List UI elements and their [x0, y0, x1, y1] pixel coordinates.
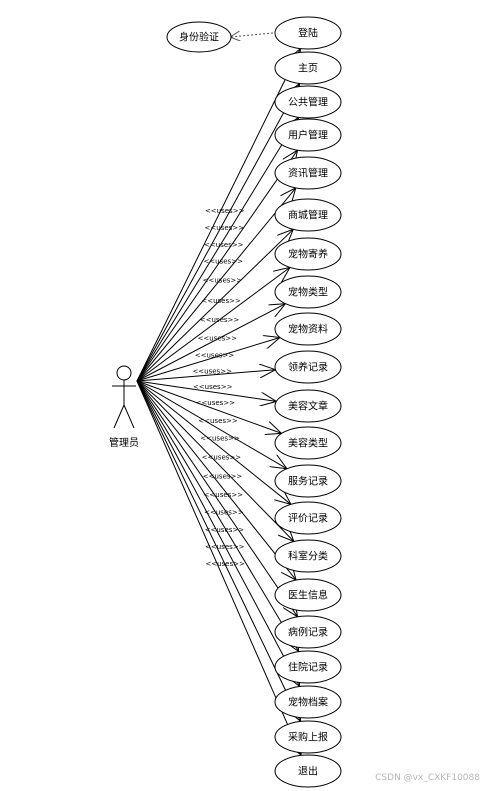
- association-line: [136, 370, 276, 382]
- use-case-label: 宠物寄养: [288, 248, 328, 261]
- uses-label: <<uses>>: [195, 351, 235, 359]
- use-case-identity-verification-label: 身份验证: [179, 31, 219, 44]
- use-case-ellipse[interactable]: [274, 685, 342, 719]
- use-case-ellipse[interactable]: [274, 615, 342, 649]
- use-case-label: 宠物档案: [288, 696, 328, 709]
- uses-label: <<uses>>: [205, 224, 245, 232]
- association-line: [136, 380, 291, 504]
- use-case-ellipse[interactable]: [274, 501, 342, 535]
- use-case-ellipse[interactable]: [274, 578, 342, 612]
- uses-label: <<uses>>: [201, 297, 241, 305]
- use-case-ellipse[interactable]: [274, 118, 342, 152]
- use-case-ellipse[interactable]: [274, 464, 342, 498]
- use-case-label: 住院记录: [288, 661, 328, 674]
- use-case-label: 美容类型: [288, 437, 328, 450]
- association-line: [136, 117, 299, 382]
- use-case-ellipse[interactable]: [274, 51, 342, 85]
- uses-label: <<uses>>: [202, 453, 242, 461]
- use-case-label: 领养记录: [288, 361, 328, 374]
- use-case-label: 资讯管理: [288, 167, 328, 180]
- association-line: [136, 380, 299, 652]
- use-case-ellipse[interactable]: [274, 85, 342, 119]
- include-relation: 身份验证: [166, 21, 274, 53]
- uses-label: <<uses>>: [200, 435, 240, 443]
- association-line: [136, 150, 298, 382]
- association-line: [136, 229, 293, 382]
- use-case-ellipse[interactable]: [274, 650, 342, 684]
- use-case-label: 美容文章: [288, 400, 328, 413]
- use-case-ellipse[interactable]: [274, 754, 342, 788]
- use-case-label: 医生信息: [288, 589, 328, 602]
- association-line: [136, 380, 282, 433]
- use-case-ellipse[interactable]: [274, 350, 342, 384]
- actor-left-leg: [113, 404, 125, 429]
- use-case-label: 评价记录: [288, 513, 328, 525]
- uses-label: <<uses>>: [205, 207, 245, 215]
- uses-label: <<uses>>: [204, 241, 244, 249]
- association-line: [136, 380, 300, 687]
- use-case-ellipse[interactable]: [274, 198, 342, 232]
- association-line: [136, 380, 276, 401]
- use-case-label: 公共管理: [288, 96, 328, 109]
- actor-name: 管理员: [109, 436, 139, 449]
- include-dashed-line: [230, 33, 274, 37]
- use-case-ellipse[interactable]: [274, 539, 342, 573]
- association-line: [136, 49, 300, 382]
- use-case-ellipse[interactable]: [274, 720, 342, 754]
- association-line: [136, 380, 301, 721]
- uses-label: <<uses>>: [198, 417, 238, 425]
- association-line: [136, 304, 286, 382]
- use-case-label: 宠物类型: [288, 286, 328, 299]
- uses-label: <<uses>>: [192, 367, 232, 375]
- use-case-ellipse[interactable]: [274, 275, 342, 309]
- use-case-ellipse[interactable]: [274, 389, 342, 423]
- association-lines: [136, 49, 301, 756]
- use-case-label: 登陆: [298, 27, 318, 40]
- use-case-label: 病例记录: [288, 626, 328, 639]
- use-case-ellipse[interactable]: [274, 426, 342, 460]
- association-line: [136, 338, 280, 382]
- use-case-ellipse[interactable]: [274, 16, 342, 50]
- actor-right-leg: [123, 404, 135, 429]
- use-case-label: 退出: [298, 765, 318, 778]
- use-case-identity-verification[interactable]: [166, 21, 232, 53]
- use-case-ellipse[interactable]: [274, 156, 342, 190]
- association-line: [136, 380, 301, 755]
- use-case-label: 服务记录: [288, 475, 328, 488]
- use-case-label: 采购上报: [288, 731, 328, 744]
- use-case-label: 用户管理: [288, 129, 328, 142]
- uses-label: <<uses>>: [196, 399, 236, 407]
- uses-label: <<uses>>: [205, 560, 245, 568]
- uses-label: <<uses>>: [203, 276, 243, 284]
- uses-label: <<uses>>: [200, 316, 240, 324]
- association-line: [136, 380, 287, 469]
- use-case-ellipses: 登陆主页公共管理用户管理资讯管理商城管理宠物寄养宠物类型宠物资料领养记录美容文章…: [274, 16, 342, 788]
- uses-label: <<uses>>: [203, 258, 243, 266]
- uses-label: <<uses>>: [198, 334, 238, 342]
- uses-label: <<uses>>: [203, 473, 243, 481]
- actor-head: [116, 365, 132, 381]
- association-line: [136, 267, 290, 382]
- association-line: [136, 188, 296, 382]
- association-line: [136, 380, 294, 542]
- association-line: [136, 380, 298, 617]
- use-case-ellipse[interactable]: [274, 237, 342, 271]
- uses-label: <<uses>>: [204, 508, 244, 516]
- use-case-label: 科室分类: [288, 550, 328, 563]
- uses-labels: <<uses>> <<uses>> <<uses>> <<uses>> <<uses>>…: [192, 207, 245, 568]
- use-case-label: 主页: [298, 63, 318, 75]
- use-case-label: 商城管理: [288, 209, 328, 222]
- use-case-ellipse[interactable]: [274, 312, 342, 346]
- uses-label: <<uses>>: [205, 526, 245, 534]
- watermark: CSDN @vx_CXKF10088: [375, 773, 480, 783]
- actor-admin[interactable]: 管理员: [109, 365, 139, 449]
- association-line: [136, 380, 296, 580]
- uses-label: <<uses>>: [193, 383, 233, 391]
- association-line: [136, 84, 300, 382]
- uses-label: <<uses>>: [205, 543, 245, 551]
- use-case-label: 宠物资料: [288, 323, 328, 336]
- uses-label: <<uses>>: [204, 491, 244, 499]
